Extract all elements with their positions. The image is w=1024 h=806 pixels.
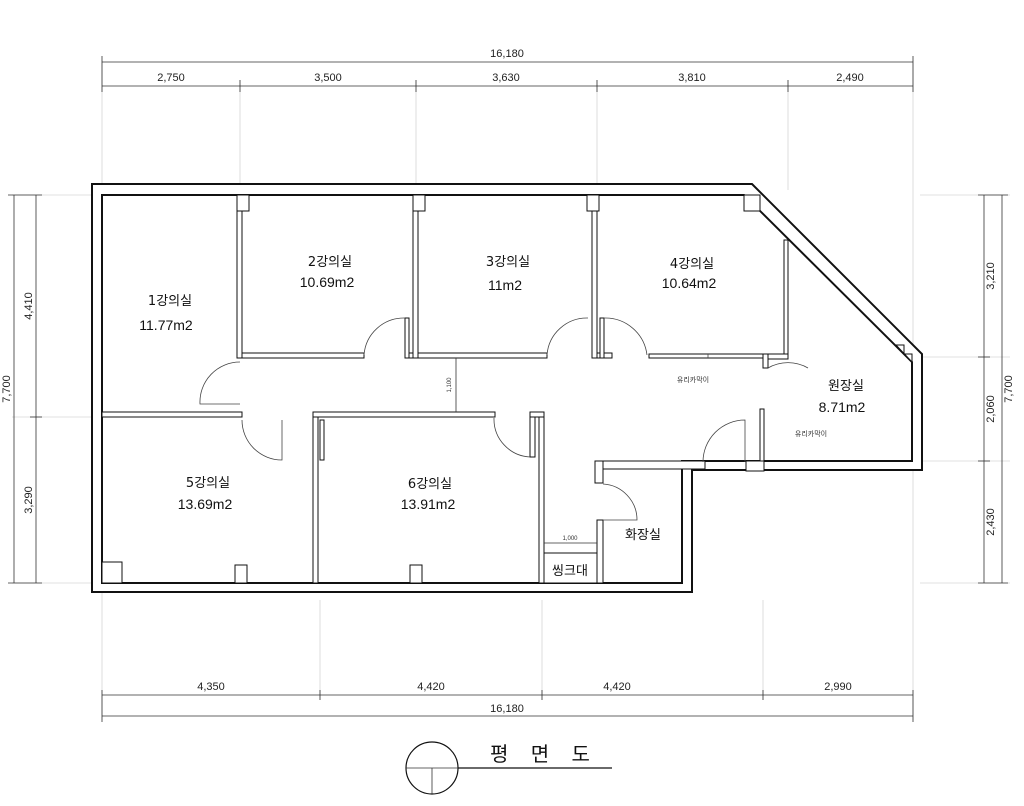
dim-top-seg-4: 3,810 xyxy=(678,72,706,84)
dim-right-seg-3: 2,430 xyxy=(985,508,997,536)
room-3-area: 11m2 xyxy=(488,277,522,293)
room-4-name: 4강의실 xyxy=(670,257,714,272)
glass-partition-label-1: 유리카막이 xyxy=(677,375,709,384)
room-labels: 1강의실 11.77m2 2강의실 10.69m2 3강의실 11m2 4강의실… xyxy=(139,255,865,579)
toilet-name: 화장실 xyxy=(625,528,661,543)
room-6-area: 13.91m2 xyxy=(401,496,456,512)
drawing-title: 평 면 도 xyxy=(490,742,598,766)
room-2-name: 2강의실 xyxy=(308,255,352,270)
room-2-area: 10.69m2 xyxy=(300,274,355,290)
corridor-width-label: 1,100 xyxy=(447,377,453,393)
door-swings xyxy=(199,317,809,521)
dim-left-total: 7,700 xyxy=(1,375,13,403)
dim-right-seg-2: 2,060 xyxy=(985,395,997,423)
corridor-dimension: 1,100 1,000 xyxy=(447,358,578,542)
sink-name: 씽크대 xyxy=(552,564,588,579)
left-dimension: 7,700 4,410 3,290 xyxy=(1,194,42,584)
dim-right-total: 7,700 xyxy=(1003,375,1015,403)
dim-bottom-seg-1: 4,350 xyxy=(197,681,225,693)
dim-top-seg-1: 2,750 xyxy=(157,72,185,84)
dim-bottom-seg-3: 4,420 xyxy=(603,681,631,693)
top-dimension: 16,180 2,750 3,500 3,630 3,810 2,490 xyxy=(101,48,914,92)
room-3-name: 3강의실 xyxy=(486,255,530,270)
room-1-name: 1강의실 xyxy=(148,294,192,309)
room-5-area: 13.69m2 xyxy=(178,496,233,512)
dim-left-seg-2: 3,290 xyxy=(23,486,35,514)
dim-top-seg-3: 3,630 xyxy=(492,72,520,84)
interior-partitions xyxy=(101,210,789,584)
dim-top-seg-2: 3,500 xyxy=(314,72,342,84)
title-block: 평 면 도 xyxy=(405,741,612,795)
dim-bottom-total: 16,180 xyxy=(490,703,524,715)
glass-partition-label-2: 유리카막이 xyxy=(795,429,827,438)
dim-right-seg-1: 3,210 xyxy=(985,262,997,290)
dim-left-seg-1: 4,410 xyxy=(23,292,35,320)
bottom-dimension: 4,350 4,420 4,420 2,990 16,180 xyxy=(101,681,914,722)
dim-bottom-seg-2: 4,420 xyxy=(417,681,445,693)
dim-top-seg-5: 2,490 xyxy=(836,72,864,84)
room-4-area: 10.64m2 xyxy=(662,275,717,291)
right-dimension: 3,210 2,060 2,430 7,700 xyxy=(978,194,1015,584)
director-room-name: 원장실 xyxy=(828,379,864,394)
dim-bottom-seg-4: 2,990 xyxy=(824,681,852,693)
room-6-name: 6강의실 xyxy=(408,477,452,492)
exterior-wall xyxy=(91,183,923,593)
room-5-name: 5강의실 xyxy=(186,476,230,491)
room-1-area: 11.77m2 xyxy=(139,317,193,333)
director-room-area: 8.71m2 xyxy=(819,399,866,415)
dim-top-total: 16,180 xyxy=(490,48,524,60)
sink-width-label: 1,000 xyxy=(562,536,578,542)
